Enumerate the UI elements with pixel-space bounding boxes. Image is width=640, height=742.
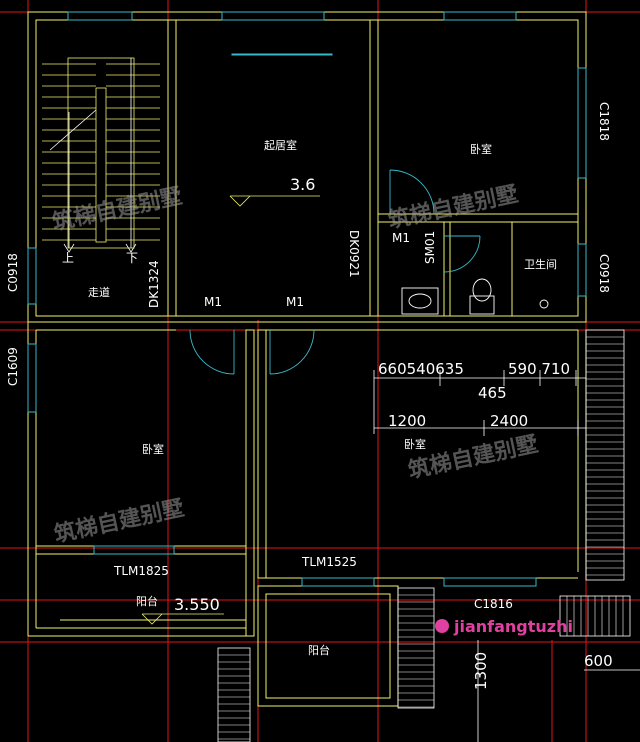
code-m1-left: M1 [204,295,222,309]
elevation-living: 3.6 [290,175,315,194]
door-swings [189,169,481,375]
windows [27,11,587,587]
code-c1816: C1816 [474,597,513,611]
code-c1818: C1818 [597,102,611,141]
dim-row1b: 590 710 [508,360,570,378]
stair-label-down: 下 [126,251,138,265]
bath-fixtures [401,278,549,315]
room-label-bath: 卫生间 [524,257,557,271]
stair-label-up: 上 [62,251,74,265]
room-label-bed-left: 卧室 [142,442,164,456]
code-c0918-left: C0918 [6,253,20,292]
code-c0918-right: C0918 [597,254,611,293]
dim-1300: 1300 [472,652,490,690]
stair-arrows [49,58,137,253]
watermark-top: 筑梯自建别墅 [50,183,185,236]
watermark-bottom-right: 筑梯自建别墅 [406,431,541,484]
code-sm01: SM01 [423,231,437,264]
watermark-bottom-left: 筑梯自建别墅 [52,495,187,548]
code-m1-right: M1 [286,295,304,309]
wechat-handle: jianfangtuzhi [435,617,573,636]
dimension-lines [141,195,640,742]
hatch-lines [218,336,624,740]
dim-465: 465 [478,384,507,402]
code-tlm1825: TLM1825 [113,564,169,578]
dim-row1: 660540635 [378,360,464,378]
hatched-parapets [217,329,631,742]
wechat-handle-text: jianfangtuzhi [453,617,573,636]
dim-600: 600 [584,652,613,670]
room-label-bed-top-right: 卧室 [470,142,492,156]
watermark-middle: 筑梯自建别墅 [386,181,521,234]
wechat-icon [435,619,449,633]
interior-walls [28,19,578,637]
room-label-corridor: 走道 [88,285,110,299]
room-label-bed-main: 卧室 [404,437,426,451]
room-label-balcony-bottom: 阳台 [308,643,330,657]
exterior-walls [27,11,587,636]
code-dk0921: DK0921 [347,230,361,278]
code-tlm1525: TLM1525 [301,555,357,569]
dim-1200: 1200 [388,412,426,430]
code-m1-bath: M1 [392,231,410,245]
code-c1609: C1609 [6,347,20,386]
code-dk1324: DK1324 [147,260,161,308]
room-label-living: 起居室 [264,138,297,152]
dim-2400: 2400 [490,412,528,430]
room-label-balcony-left: 阳台 [136,594,158,608]
staircase [67,57,135,249]
elevation-balcony: 3.550 [174,595,220,614]
